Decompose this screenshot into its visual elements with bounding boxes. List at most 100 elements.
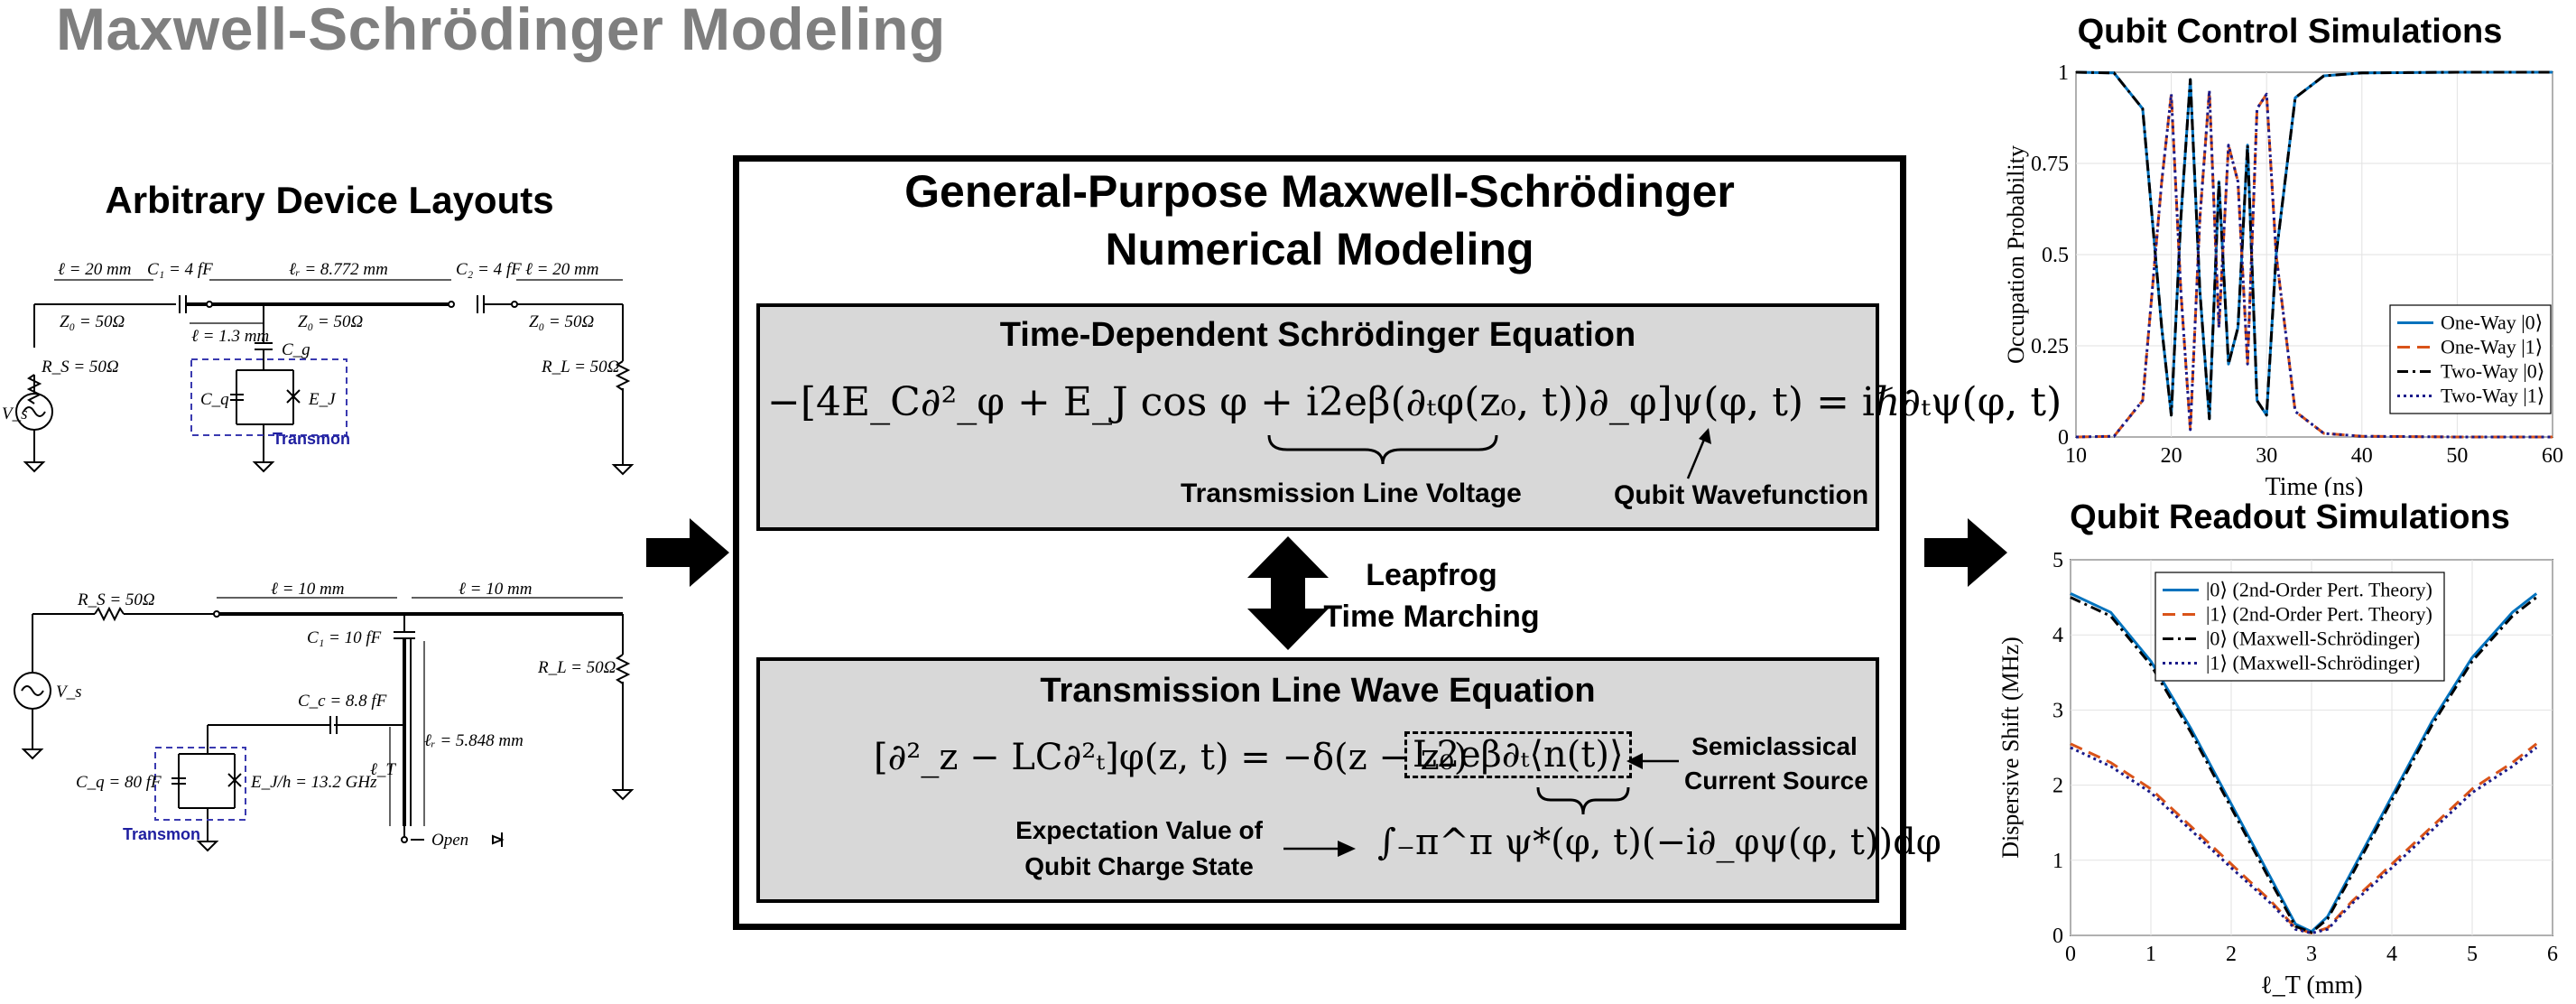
schrodinger-eq-brace: (∂ₜφ(z₀, t)) xyxy=(1390,379,1589,425)
c2-source-resistance: R_S = 50Ω xyxy=(77,590,155,609)
readout-x-tick: 5 xyxy=(2467,943,2478,966)
current-source-line1: Semiclassical xyxy=(1691,732,1858,760)
pointer-arrow-icon xyxy=(1686,428,1711,479)
c2-vs: V_s xyxy=(56,683,82,702)
wave-heading: Transmission Line Wave Equation xyxy=(1040,672,1596,710)
charge-integral: ∫₋π^π ψ*(φ, t)(−i∂_φψ(φ, t))dφ xyxy=(1377,822,1941,863)
readout-legend xyxy=(2154,572,2445,682)
control-series-3 xyxy=(2075,70,2553,421)
readout-x-tick: 6 xyxy=(2547,943,2558,966)
readout-y-tick: 4 xyxy=(2052,624,2063,647)
readout-x-tick: 0 xyxy=(2065,943,2076,966)
control-legend-label: Two-Way |0⟩ xyxy=(2441,360,2544,383)
c2-cq: C_q = 80 fF xyxy=(76,773,162,792)
wave-equation: [∂²_z − LC∂²ₜ]φ(z, t) = −δ(z − z₀) xyxy=(874,737,1469,778)
c1-load-resistance: R_L = 50Ω xyxy=(541,358,620,376)
c1-cg: C_g xyxy=(282,340,310,359)
c2-length-b: ℓ = 10 mm xyxy=(459,580,532,599)
control-legend-label: One-Way |1⟩ xyxy=(2441,336,2543,358)
c1-ej: E_J xyxy=(308,390,337,409)
readout-heading: Qubit Readout Simulations xyxy=(2070,498,2510,536)
c1-left-length: ℓ = 20 mm xyxy=(58,260,131,279)
control-x-tick: 60 xyxy=(2542,444,2563,468)
voltage-brace-icon xyxy=(1267,434,1498,465)
control-x-tick: 50 xyxy=(2446,444,2468,468)
expectation-label: Expectation Value of Qubit Charge State xyxy=(1004,813,1274,885)
c2-resonator-length: ℓᵣ = 5.848 mm xyxy=(424,731,524,750)
readout-legend-label: |0⟩ (2nd-Order Pert. Theory) xyxy=(2206,579,2432,601)
c1-right-length: ℓ = 20 mm xyxy=(525,260,598,279)
circuit-diagram-1: ℓ = 20 mm C₁ = 4 fF ℓᵣ = 8.772 mm C₂ = 4… xyxy=(2,260,635,476)
current-source-line2: Current Source xyxy=(1684,767,1868,795)
double-arrow-icon xyxy=(1247,536,1329,650)
readout-x-tick: 1 xyxy=(2145,943,2156,966)
c1-resonator-length: ℓᵣ = 8.772 mm xyxy=(289,260,388,279)
readout-chart: 0 1 2 3 4 5 6 0 1 2 3 4 5 ℓ_T (mm) Dispersive Shift (M… xyxy=(1997,549,2558,999)
model-title-line2: Numerical Modeling xyxy=(1105,224,1534,274)
leapfrog-label: Leapfrog Time Marching xyxy=(1323,554,1540,637)
expectation-arrow-icon xyxy=(1283,841,1356,857)
readout-y-tick: 3 xyxy=(2052,699,2063,722)
readout-y-tick: 0 xyxy=(2052,925,2063,948)
control-y-label: Occupation Probability xyxy=(2003,145,2029,364)
source-arrow-icon xyxy=(1626,753,1679,769)
expectation-line2: Qubit Charge State xyxy=(1024,852,1254,880)
c1-stub-length: ℓ = 1.3 mm xyxy=(191,327,269,346)
c2-ej: E_J/h = 13.2 GHz xyxy=(250,773,377,792)
c2-open: Open xyxy=(431,831,468,850)
readout-x-tick: 2 xyxy=(2226,943,2237,966)
c2-transmon-label: Transmon xyxy=(123,825,200,843)
circuit-diagram-2: R_S = 50Ω ℓ = 10 mm ℓ = 10 mm C₁ = 10 fF… xyxy=(14,580,635,852)
leapfrog-line2: Time Marching xyxy=(1323,600,1540,634)
control-legend-label: Two-Way |1⟩ xyxy=(2441,385,2544,407)
c1-z0-left: Z₀ = 50Ω xyxy=(60,312,125,331)
wave-source-term: L2eβ∂ₜ⟨n(t)⟩ xyxy=(1404,731,1632,778)
c2-coupling-cap: C_c = 8.8 fF xyxy=(298,692,387,711)
readout-legend-label: |1⟩ (Maxwell-Schrödinger) xyxy=(2206,652,2420,674)
schrodinger-eq-right: ∂_φ]ψ(φ, t) = iℏ∂ₜψ(φ, t) xyxy=(1589,379,2062,425)
readout-y-label: Dispersive Shift (MHz) xyxy=(1997,637,2024,859)
c2-lt: ℓ_T xyxy=(370,760,396,779)
readout-y-tick: 5 xyxy=(2052,549,2063,572)
control-y-tick: 1 xyxy=(2058,61,2069,85)
schrodinger-eq-left: −[4E_C∂²_φ + E_J cos φ + i2eβ xyxy=(767,379,1391,425)
c1-transmon-label: Transmon xyxy=(273,430,350,448)
c1-cq: C_q xyxy=(200,390,229,409)
c1-source-resistance: R_S = 50Ω xyxy=(41,358,119,376)
device-layouts-heading: Arbitrary Device Layouts xyxy=(105,179,554,221)
c2-load-resistance: R_L = 50Ω xyxy=(537,658,616,677)
readout-y-tick: 1 xyxy=(2052,850,2063,873)
wavefunction-label: Qubit Wavefunction xyxy=(1614,480,1869,510)
wave-equation-panel: Transmission Line Wave Equation [∂²_z − … xyxy=(756,657,1941,903)
readout-x-tick: 4 xyxy=(2386,943,2397,966)
leapfrog-line1: Leapfrog xyxy=(1366,558,1497,592)
expectation-line1: Expectation Value of xyxy=(1015,816,1263,844)
c1-z0-right: Z₀ = 50Ω xyxy=(529,312,594,331)
control-x-label: Time (ns) xyxy=(2266,473,2364,497)
voltage-label: Transmission Line Voltage xyxy=(1181,479,1522,508)
control-x-tick: 40 xyxy=(2351,444,2373,468)
current-source-label: Semiclassical Current Source xyxy=(1684,730,1868,798)
arrow-right-icon xyxy=(646,518,729,587)
readout-x-tick: 3 xyxy=(2306,943,2317,966)
c1-vs: V_s xyxy=(2,404,28,423)
control-y-tick: 0 xyxy=(2058,426,2069,450)
readout-x-label: ℓ_T (mm) xyxy=(2260,971,2362,999)
control-legend-label: One-Way |0⟩ xyxy=(2441,311,2543,334)
page-title: Maxwell-Schrödinger Modeling xyxy=(56,0,946,62)
readout-series-3 xyxy=(2070,596,2538,934)
readout-y-tick: 2 xyxy=(2052,775,2063,798)
model-title-line1: General-Purpose Maxwell-Schrödinger xyxy=(904,166,1735,217)
schrodinger-panel: Time-Dependent Schrödinger Equation −[4E… xyxy=(756,303,2062,531)
readout-legend-label: |1⟩ (2nd-Order Pert. Theory) xyxy=(2206,603,2432,626)
arrow-right-icon xyxy=(1924,518,2007,587)
c1-z0-mid: Z₀ = 50Ω xyxy=(298,312,363,331)
control-series-4 xyxy=(2075,88,2553,439)
control-x-tick: 20 xyxy=(2161,444,2182,468)
c2-length-a: ℓ = 10 mm xyxy=(271,580,344,599)
control-heading: Qubit Control Simulations xyxy=(2077,13,2503,51)
control-y-tick: 0.75 xyxy=(2031,153,2069,176)
control-y-tick: 0.5 xyxy=(2042,244,2069,267)
control-x-tick: 10 xyxy=(2065,444,2087,468)
